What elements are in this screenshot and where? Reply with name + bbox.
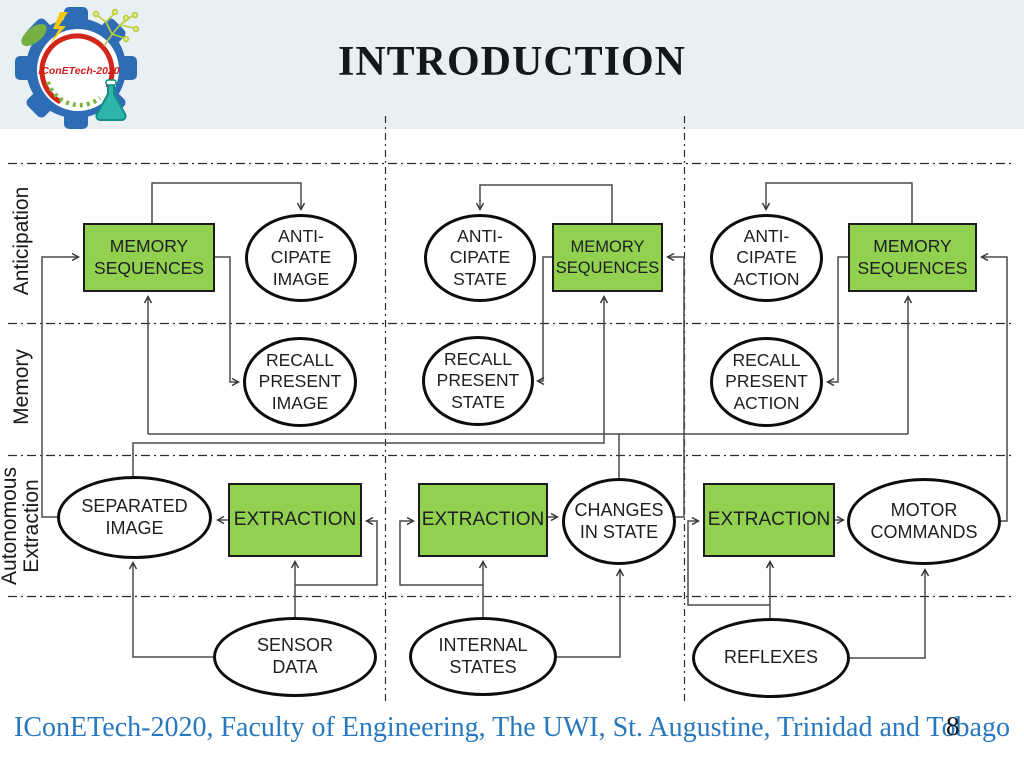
page-number: 8 (946, 711, 960, 741)
node-memory-sequences-1: MEMORY SEQUENCES (83, 223, 215, 292)
page-title: INTRODUCTION (337, 39, 687, 85)
node-extraction-3: EXTRACTION (703, 483, 835, 557)
node-internal-states: INTERNAL STATES (409, 617, 557, 696)
network-icon (92, 8, 140, 47)
node-memory-sequences-3: MEMORY SEQUENCES (848, 223, 977, 292)
connector-arrows (41, 182, 1008, 659)
node-extraction-2: EXTRACTION (418, 483, 548, 557)
node-sensor-data: SENSOR DATA (213, 617, 377, 697)
lightning-icon (50, 12, 68, 44)
node-recall-present-state: RECALL PRESENT STATE (422, 336, 534, 426)
row-label-memory: Memory (10, 349, 33, 425)
node-recall-present-image: RECALL PRESENT IMAGE (243, 337, 357, 427)
node-anticipate-state: ANTI- CIPATE STATE (424, 214, 536, 302)
slide-header (0, 0, 1024, 129)
node-memory-sequences-2: MEMORY SEQUENCES (552, 223, 663, 292)
node-extraction-1: EXTRACTION (228, 483, 362, 557)
node-recall-present-action: RECALL PRESENT ACTION (710, 337, 823, 427)
node-anticipate-action: ANTI- CIPATE ACTION (710, 214, 823, 302)
flask-icon (95, 79, 127, 121)
node-motor-commands: MOTOR COMMANDS (847, 478, 1001, 565)
gear-icon (15, 7, 137, 129)
node-reflexes: REFLEXES (692, 618, 850, 698)
footer-text: IConETech-2020, Faculty of Engineering, … (14, 712, 1010, 743)
logo-text: IConETech-2020 (38, 65, 119, 77)
node-changes-in-state: CHANGES IN STATE (562, 478, 676, 565)
node-anticipate-image: ANTI- CIPATE IMAGE (245, 214, 357, 302)
conference-logo-icon: IConETech-2020 (15, 7, 140, 129)
row-label-anticipation: Anticipation (10, 186, 33, 296)
node-separated-image: SEPARATED IMAGE (57, 476, 212, 559)
leaf-icon (21, 24, 47, 46)
row-label-autonomous-extraction: Autonomous Extraction (0, 467, 43, 585)
